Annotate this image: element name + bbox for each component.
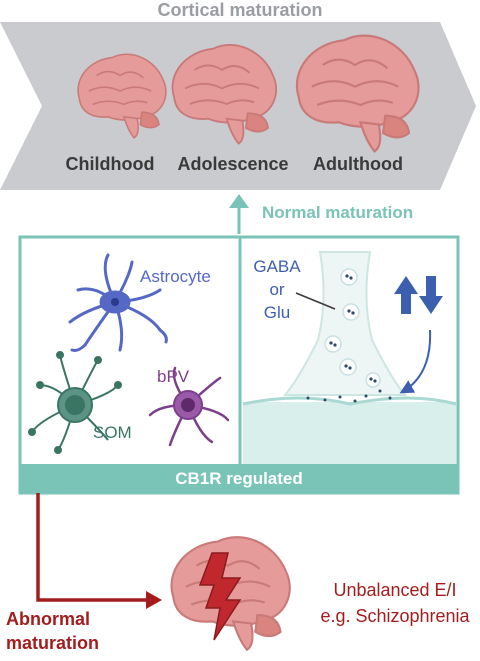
up-arrow-icon	[394, 276, 418, 314]
bpv-label: bPV	[157, 367, 190, 386]
stage-childhood: Childhood	[66, 154, 155, 174]
normal-maturation-label: Normal maturation	[262, 203, 413, 222]
synapse-icon	[242, 251, 457, 464]
panel-footer-label: CB1R regulated	[175, 469, 303, 488]
som-neuron-icon	[28, 351, 122, 454]
som-label: SOM	[93, 423, 132, 442]
bpv-neuron-icon	[148, 366, 230, 447]
brain-icon	[77, 53, 167, 139]
outcome-line2: e.g. Schizophrenia	[320, 606, 470, 626]
astrocyte-icon	[68, 253, 168, 352]
astrocyte-label: Astrocyte	[140, 267, 211, 286]
stage-adulthood: Adulthood	[313, 154, 403, 174]
synapse-label-gaba: GABA	[253, 257, 301, 276]
brain-icon	[171, 44, 277, 145]
release-arrow	[399, 329, 432, 394]
abnormal-label-line1: Abnormal	[6, 609, 90, 629]
synapse-label-glu: Glu	[264, 303, 290, 322]
lightning-icon	[198, 552, 242, 641]
banner-title: Cortical maturation	[157, 0, 322, 20]
normal-maturation-arrow	[229, 194, 249, 234]
outcome-line1: Unbalanced E/I	[333, 580, 456, 600]
abnormal-maturation-arrow	[36, 493, 162, 609]
down-arrow-icon	[419, 276, 443, 314]
abnormal-label-line2: maturation	[6, 633, 99, 653]
synapse-label-or: or	[269, 280, 284, 299]
brain-icon	[296, 34, 420, 153]
stage-adolescence: Adolescence	[177, 154, 288, 174]
